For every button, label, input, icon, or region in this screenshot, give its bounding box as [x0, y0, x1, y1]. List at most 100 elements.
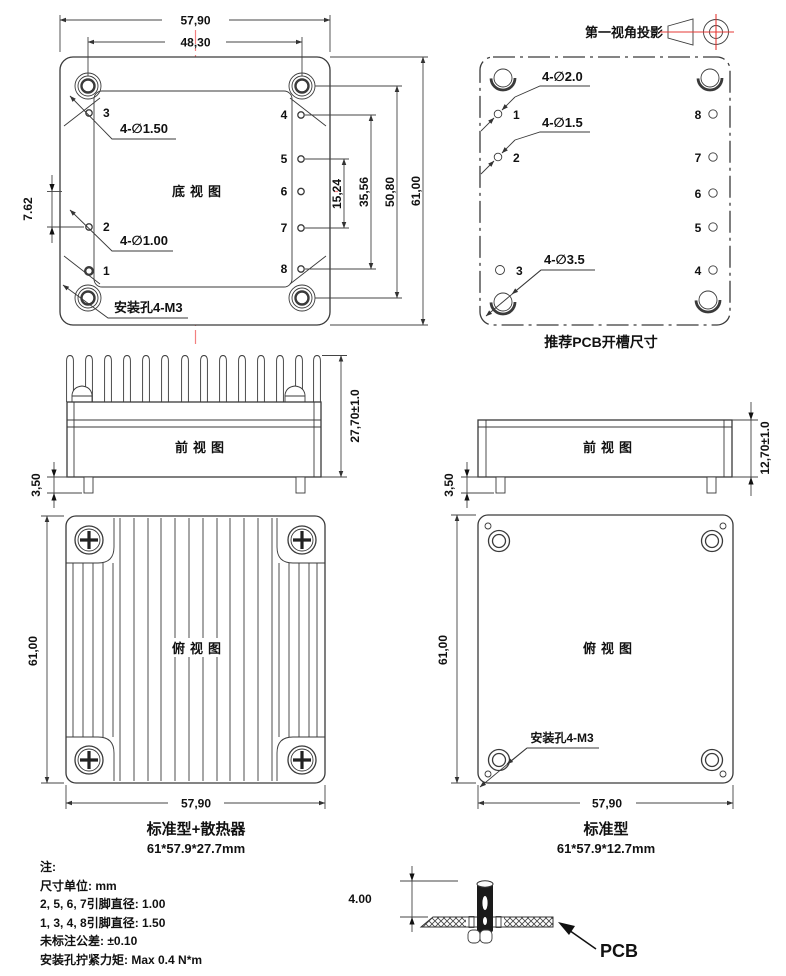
solder-fillet	[479, 929, 493, 944]
pin-number: 5	[695, 221, 702, 235]
dim-text: 50,80	[383, 177, 397, 207]
flange-boundaries	[66, 518, 325, 781]
mounting-hole-label: 安装孔4-M3	[114, 300, 183, 315]
pin-number: 4	[695, 264, 702, 278]
pcb-label: PCB	[600, 941, 638, 961]
corner-slots	[489, 64, 724, 316]
note-line: 安装孔拧紧力矩: Max 0.4 N*m	[40, 952, 203, 967]
pin-number: 5	[281, 152, 288, 166]
pin-top	[476, 880, 494, 888]
mount-leader-arrow	[506, 747, 528, 765]
pin-number: 7	[281, 221, 288, 235]
view-title: 前视图	[175, 440, 229, 455]
pin-number: 1	[513, 108, 520, 122]
dim-pin-length	[47, 462, 82, 508]
corner-chamfers	[63, 97, 327, 285]
mounting-hole-label: 安装孔4-M3	[530, 730, 594, 745]
dim-width	[477, 785, 734, 809]
pin-number: 7	[695, 151, 702, 165]
view-title: 前视图	[583, 440, 637, 455]
dim-text: 15,24	[330, 179, 344, 209]
pcb-pins-left	[493, 109, 505, 275]
pcb-arrowhead-icon	[558, 922, 575, 935]
notes: 注: 尺寸单位: mm 2, 5, 6, 7引脚直径: 1.00 1, 3, 4…	[40, 858, 202, 969]
leader-arrow	[480, 160, 495, 175]
projection-label: 第一视角投影	[585, 25, 663, 40]
module-body	[477, 419, 733, 478]
pin-number: 2	[103, 220, 110, 234]
cone-icon	[667, 18, 694, 46]
view-title: 推荐PCB开槽尺寸	[544, 334, 658, 350]
pin-number: 3	[516, 264, 523, 278]
dim-text: 57,90	[180, 14, 210, 28]
pin-number: 3	[103, 106, 110, 120]
dim-text: 3,50	[29, 473, 43, 497]
dim-text: 4.00	[348, 892, 372, 906]
corner-rings	[487, 529, 724, 772]
dim-text: 57,90	[181, 797, 211, 811]
fin-lines-sides	[72, 563, 318, 737]
pcb-pins-right	[708, 109, 718, 275]
dim-7-62	[47, 175, 84, 243]
pin	[83, 476, 94, 494]
variant-caption: 标准型	[582, 820, 628, 838]
dim-text: 61,00	[26, 636, 40, 666]
leader-mounting-hole	[62, 284, 188, 319]
dim-pin-length	[461, 462, 494, 508]
phillips-screws	[74, 525, 317, 775]
heatsink-fins	[66, 355, 321, 402]
pin-number: 8	[695, 108, 702, 122]
pin-highlight	[483, 917, 487, 925]
pin-number: 4	[281, 108, 288, 122]
pin-number: 2	[513, 151, 520, 165]
title-backing	[166, 182, 226, 199]
front-view-standard: 前视图 12,70±1.0 3,50	[442, 402, 772, 508]
case-outline	[477, 514, 734, 784]
view-title: 底视图	[172, 184, 226, 199]
cavity-outline	[93, 90, 293, 288]
dim-width	[65, 785, 326, 809]
note-line: 2, 5, 6, 7引脚直径: 1.00	[40, 897, 166, 911]
hole-label: 4-∅3.5	[544, 252, 585, 267]
pcb-slot-view: 1 2 3 4-∅2.0 4-∅1.5 4-∅3.5 8 7 6 5 4 推荐P…	[479, 56, 731, 350]
dim-text: 7.62	[21, 197, 35, 221]
dim-height	[41, 515, 64, 784]
pcb-outline	[479, 56, 731, 326]
leader-arrow	[501, 96, 516, 111]
solder-fillet	[467, 929, 481, 944]
dim-text: 35,56	[357, 177, 371, 207]
view-title: 俯视图	[583, 641, 637, 656]
front-view-heatsink: 前视图 27,70±1.0 3,50	[29, 355, 362, 508]
leader-hole15	[514, 131, 590, 141]
hole-label: 4-∅2.0	[542, 69, 583, 84]
leader-arrow	[511, 269, 542, 295]
screw-dome	[71, 385, 93, 403]
screw-dome	[284, 385, 306, 403]
dim-standoff	[400, 866, 458, 932]
view-title: 俯视图	[172, 641, 226, 656]
bottom-view: 4 5 6 7 8 3 2 1 4-∅1.50 4-∅1.00 安装孔4-M3 …	[21, 14, 428, 346]
dim-text: 27,70±1.0	[348, 389, 362, 443]
pin-number: 6	[281, 185, 288, 199]
dim-text: 3,50	[442, 473, 456, 497]
leader-hole20	[514, 85, 590, 98]
top-view-heatsink: 俯视图 61,00 57,90 标准型+散热器 61*57.9*27.7mm	[26, 515, 326, 856]
dim-57-90	[59, 15, 331, 52]
pad-mark	[468, 916, 475, 928]
dim-height	[451, 514, 476, 784]
pin-diameter-label: 4-∅1.00	[120, 233, 168, 248]
note-line: 1, 3, 4, 8引脚直径: 1.50	[40, 915, 166, 930]
variant-size: 61*57.9*27.7mm	[147, 841, 245, 856]
projection-symbol: 第一视角投影	[585, 14, 734, 50]
leader-pin2	[69, 209, 173, 252]
top-view-standard: 俯视图 安装孔4-M3 61,00 57,90 标准型 61*57.9*12.7…	[436, 514, 734, 856]
pin	[295, 476, 306, 494]
pin-number: 8	[281, 262, 288, 276]
variant-caption: 标准型+散热器	[146, 820, 247, 838]
note-line: 注:	[40, 860, 56, 874]
pin	[495, 476, 506, 494]
leader-pin3	[69, 95, 176, 140]
pin-number: 6	[695, 187, 702, 201]
